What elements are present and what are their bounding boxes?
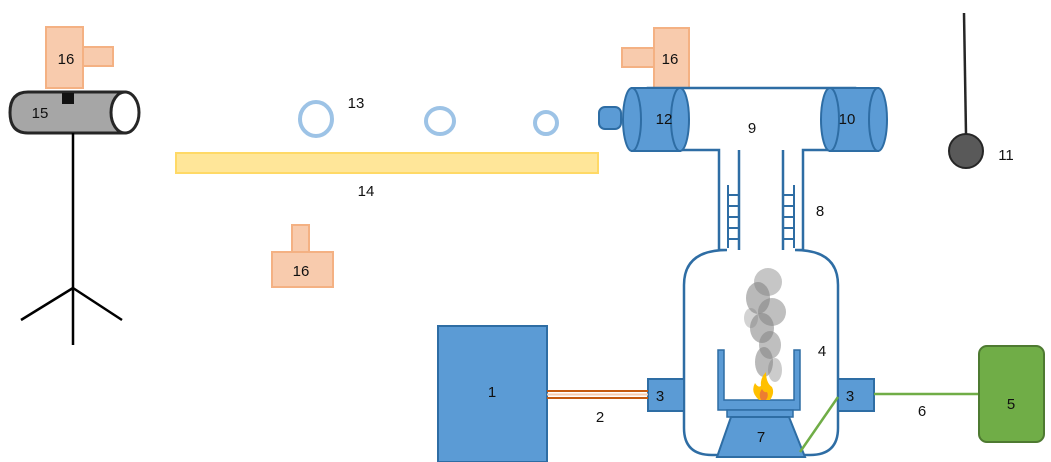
wire-2 — [547, 390, 648, 399]
label-6: 6 — [918, 403, 926, 420]
smoke-rings-13 — [298, 100, 559, 138]
label-16-top-right: 16 — [662, 51, 679, 68]
label-1: 1 — [488, 384, 496, 401]
label-16-top-left: 16 — [58, 51, 75, 68]
port-3-right: 3 — [837, 378, 875, 412]
burner-7: 7 — [715, 349, 807, 458]
label-3-left: 3 — [656, 388, 664, 405]
label-14: 14 — [358, 183, 375, 200]
wire-6 — [798, 392, 979, 453]
label-8: 8 — [816, 203, 824, 220]
flame-icon — [753, 372, 774, 400]
label-3-right: 3 — [846, 388, 854, 405]
label-12: 12 — [656, 111, 673, 128]
label-4: 4 — [818, 343, 826, 360]
pendulum-icon — [948, 12, 984, 169]
port-3-left: 3 — [647, 378, 685, 412]
label-13: 13 — [348, 95, 365, 112]
label-7: 7 — [757, 429, 765, 446]
label-5: 5 — [1007, 396, 1015, 413]
cylinder-10: 10 — [820, 87, 888, 152]
label-10: 10 — [839, 111, 856, 128]
light-source-16-bottom: 16 — [271, 224, 334, 288]
label-9: 9 — [748, 120, 756, 137]
cylinder-12: 12 — [598, 87, 690, 152]
box-1: 1 — [437, 325, 548, 462]
light-source-16-top-right: 16 — [621, 27, 690, 89]
box-5: 5 — [978, 345, 1045, 443]
vortex-chamber-outline — [646, 86, 857, 457]
light-source-16-top-left: 16 — [45, 26, 114, 89]
tripod-icon — [20, 133, 123, 345]
laser-sheet-14 — [175, 152, 599, 174]
camera-icon: 15 — [8, 90, 141, 135]
label-2: 2 — [596, 409, 604, 426]
label-16-bottom: 16 — [293, 263, 310, 280]
smoke-icon — [744, 268, 786, 382]
ladder-8-right — [782, 185, 795, 248]
ladder-8-left — [727, 185, 740, 248]
label-15: 15 — [32, 105, 49, 122]
label-11: 11 — [998, 147, 1014, 164]
